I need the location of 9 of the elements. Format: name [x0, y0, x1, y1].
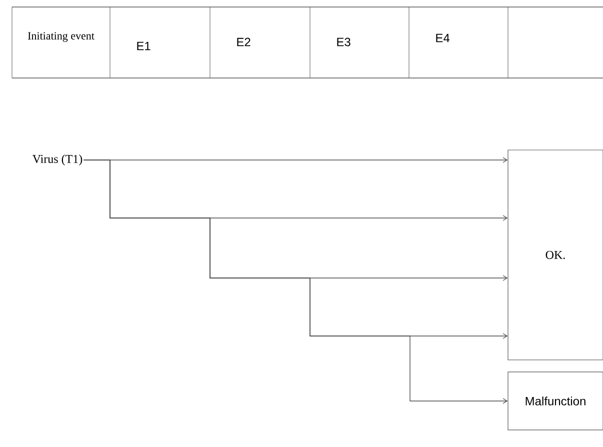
- branch-arrow: [84, 160, 508, 404]
- outcome-box: Malfunction: [508, 372, 603, 430]
- table-cell-text: E4: [436, 34, 450, 42]
- event-label: Virus (T1): [32, 154, 82, 166]
- table-cell-text: Initiating event: [28, 32, 94, 42]
- outcome-box: OK.: [508, 150, 603, 360]
- table-cell-text: E2: [237, 38, 250, 46]
- table-cell-text: E1: [137, 42, 150, 50]
- table-cell-text: E3: [337, 38, 350, 46]
